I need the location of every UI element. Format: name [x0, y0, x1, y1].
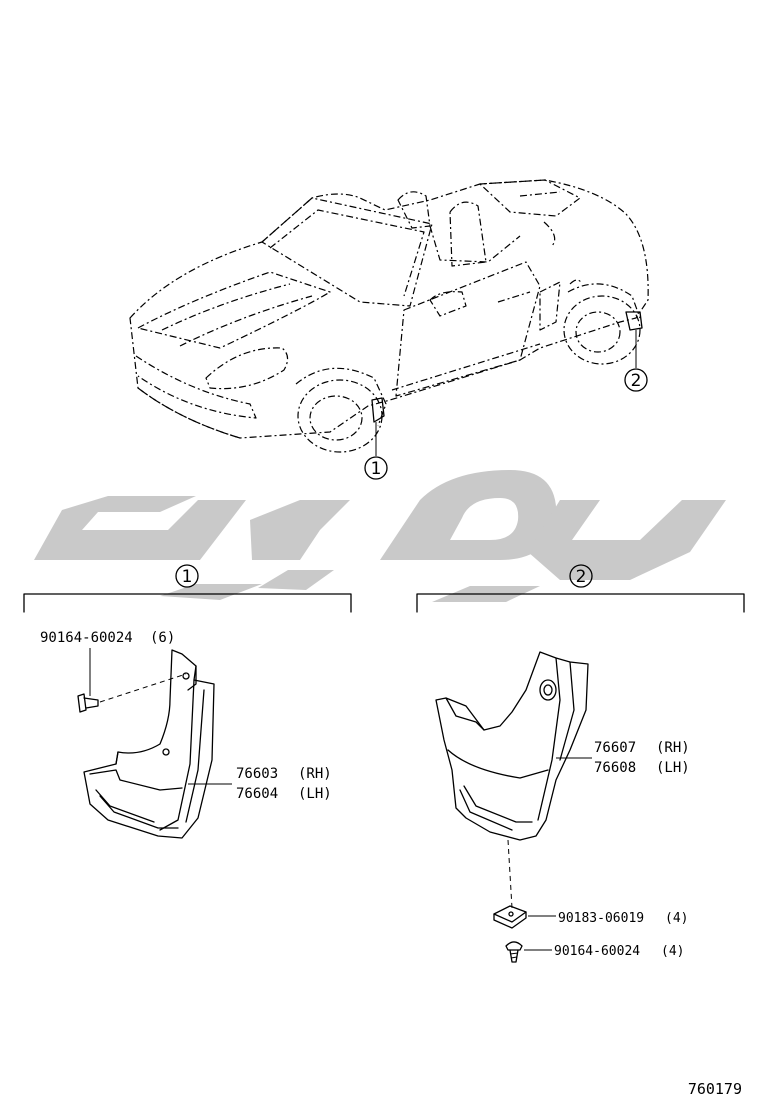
screw-icon	[77, 693, 99, 713]
group-1-callout: 1	[182, 567, 193, 587]
clip-nut-qty: (4)	[665, 911, 688, 926]
clip-nut-number: 90183-06019	[558, 911, 644, 926]
group-1-screw-path	[99, 673, 187, 703]
group-2-bracket	[416, 593, 745, 613]
group-2: 2 76607 (RH) 76608 (LH) 90183-06	[416, 564, 745, 963]
rear-screw-number: 90164-60024	[554, 944, 640, 959]
diagram-id: 760179	[688, 1080, 742, 1098]
front-mudguard	[83, 649, 215, 839]
callout-rear: 2	[624, 368, 648, 392]
watermark-logo	[34, 470, 726, 602]
rear-rh-number: 76607	[594, 740, 636, 756]
group-1-bracket	[23, 593, 352, 613]
front-lh-side: (LH)	[298, 786, 332, 802]
car-illustration	[129, 179, 649, 456]
rear-lh-side: (LH)	[656, 760, 690, 776]
clip-nut-icon	[493, 905, 527, 929]
front-rh-number: 76603	[236, 766, 278, 782]
rear-rh-side: (RH)	[656, 740, 690, 756]
group-1-screw-number: 90164-60024	[40, 630, 133, 646]
group-2-callout-circle	[569, 564, 593, 588]
group-2-callout: 2	[576, 567, 587, 587]
rear-lh-number: 76608	[594, 760, 636, 776]
rear-screw-qty: (4)	[661, 944, 684, 959]
group-2-fastener-path	[507, 839, 513, 909]
group-1-callout-circle	[175, 564, 199, 588]
front-rh-side: (RH)	[298, 766, 332, 782]
group-1: 1 90164-60024 (6) 76603 (RH) 766	[23, 564, 352, 839]
svg-text:2: 2	[631, 371, 642, 391]
rear-screw-icon	[505, 941, 523, 963]
group-1-screw-qty: (6)	[150, 630, 175, 646]
front-lh-number: 76604	[236, 786, 278, 802]
callout-front: 1	[364, 456, 388, 480]
svg-text:1: 1	[371, 459, 382, 479]
rear-mudguard	[435, 651, 589, 841]
